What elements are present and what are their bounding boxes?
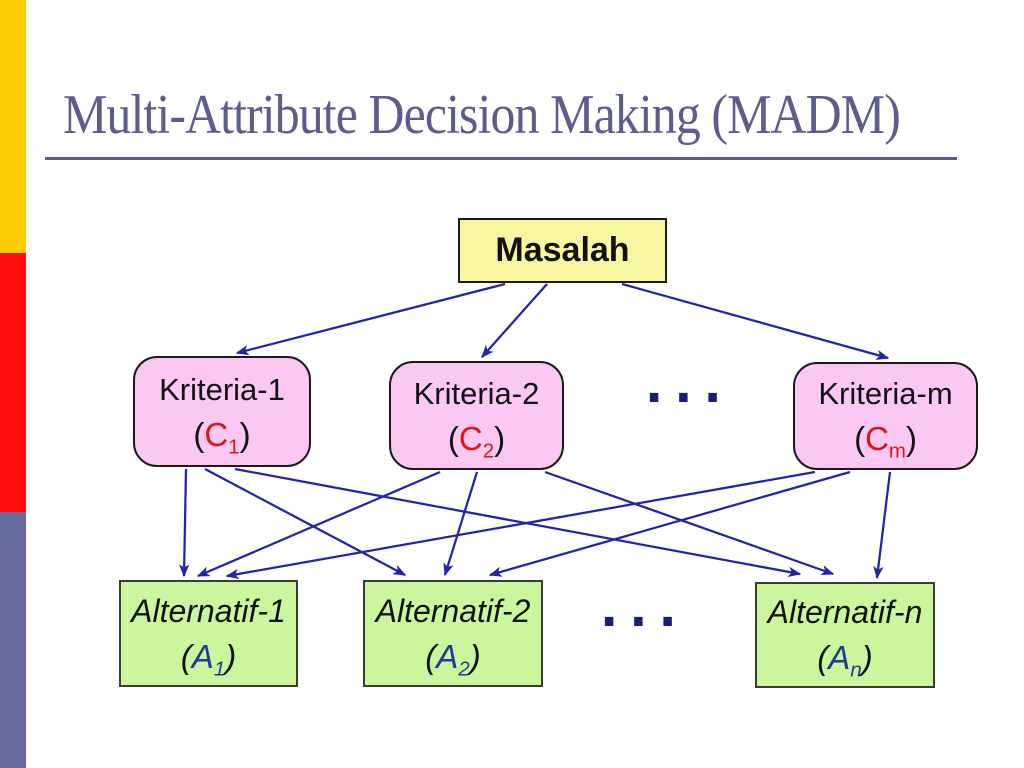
edge-masalah-kriteriam bbox=[621, 282, 890, 360]
masalah-label: Masalah bbox=[495, 231, 630, 269]
paren-close: ) bbox=[861, 639, 873, 676]
title-underline bbox=[45, 157, 957, 160]
edge-masalah-kriteria1 bbox=[235, 282, 506, 356]
alternatif-2-label: Alternatif-2 bbox=[375, 592, 531, 629]
kriteria-m-label: Kriteria-m bbox=[818, 376, 953, 411]
paren-close: ) bbox=[469, 637, 481, 675]
alternatif-2-symbol: (A2) bbox=[425, 634, 480, 679]
kriteria-1-label: Kriteria-1 bbox=[159, 371, 285, 407]
kriteria-1-box: Kriteria-1 (C1) bbox=[133, 356, 311, 467]
paren-close: ) bbox=[225, 637, 237, 675]
alternatif-ellipsis: ··· bbox=[600, 594, 688, 650]
symbol-letter: A bbox=[436, 637, 459, 675]
kriteria-ellipsis: ··· bbox=[645, 370, 733, 426]
edge-kriteriam-alternatif2 bbox=[488, 470, 851, 577]
edge-kriteria1-alternatif2 bbox=[204, 468, 407, 576]
alternatif-1-symbol: (A1) bbox=[181, 634, 236, 679]
paren-open: ( bbox=[854, 420, 866, 457]
edge-kriteria1-alternatif1 bbox=[179, 468, 190, 578]
symbol-subscript: 2 bbox=[458, 657, 470, 681]
edge-kriteriam-alternatif1 bbox=[225, 470, 816, 580]
symbol-letter: C bbox=[458, 419, 483, 457]
symbol-letter: C bbox=[204, 415, 229, 453]
paren-open: ( bbox=[425, 637, 437, 675]
sidebar-accent-slate bbox=[0, 512, 26, 768]
edge-kriteria1-alternatifn bbox=[234, 467, 802, 577]
kriteria-1-symbol: (C1) bbox=[193, 412, 250, 457]
edge-kriteria2-alternatif2 bbox=[443, 471, 479, 577]
edge-kriteriam-alternatifn bbox=[873, 471, 892, 580]
symbol-subscript: 1 bbox=[213, 657, 226, 681]
paren-open: ( bbox=[193, 415, 205, 453]
alternatif-n-label: Alternatif-n bbox=[767, 594, 923, 630]
alternatif-n-symbol: (An) bbox=[817, 635, 872, 680]
symbol-letter: A bbox=[191, 637, 214, 675]
symbol-subscript: 2 bbox=[482, 439, 495, 463]
masalah-box: Masalah bbox=[458, 218, 667, 283]
kriteria-2-box: Kriteria-2 (C2) bbox=[389, 361, 564, 470]
alternatif-2-box: Alternatif-2 (A2) bbox=[363, 580, 543, 687]
kriteria-2-label: Kriteria-2 bbox=[413, 375, 540, 411]
sidebar-accent-yellow bbox=[0, 0, 26, 253]
edge-kriteria2-alternatifn bbox=[544, 470, 835, 576]
symbol-subscript: 1 bbox=[228, 435, 240, 459]
symbol-subscript: m bbox=[888, 439, 906, 463]
symbol-subscript: n bbox=[850, 658, 862, 682]
kriteria-2-symbol: (C2) bbox=[448, 416, 505, 461]
paren-open: ( bbox=[817, 639, 829, 676]
paren-close: ) bbox=[239, 415, 251, 453]
paren-close: ) bbox=[494, 419, 506, 457]
paren-close: ) bbox=[905, 420, 917, 457]
paren-open: ( bbox=[180, 637, 192, 675]
kriteria-m-symbol: (Cm) bbox=[854, 416, 917, 461]
alternatif-1-label: Alternatif-1 bbox=[131, 592, 286, 629]
alternatif-n-box: Alternatif-n (An) bbox=[755, 582, 935, 688]
paren-open: ( bbox=[447, 419, 459, 457]
sidebar-accent-red bbox=[0, 253, 26, 512]
edge-masalah-kriteria2 bbox=[481, 283, 548, 358]
edge-kriteria2-alternatif1 bbox=[196, 470, 441, 578]
kriteria-m-box: Kriteria-m (Cm) bbox=[793, 362, 978, 470]
alternatif-1-box: Alternatif-1 (A1) bbox=[119, 580, 298, 687]
symbol-letter: C bbox=[865, 420, 889, 457]
symbol-letter: A bbox=[828, 639, 851, 676]
slide-title: Multi-Attribute Decision Making (MADM) bbox=[63, 84, 901, 146]
